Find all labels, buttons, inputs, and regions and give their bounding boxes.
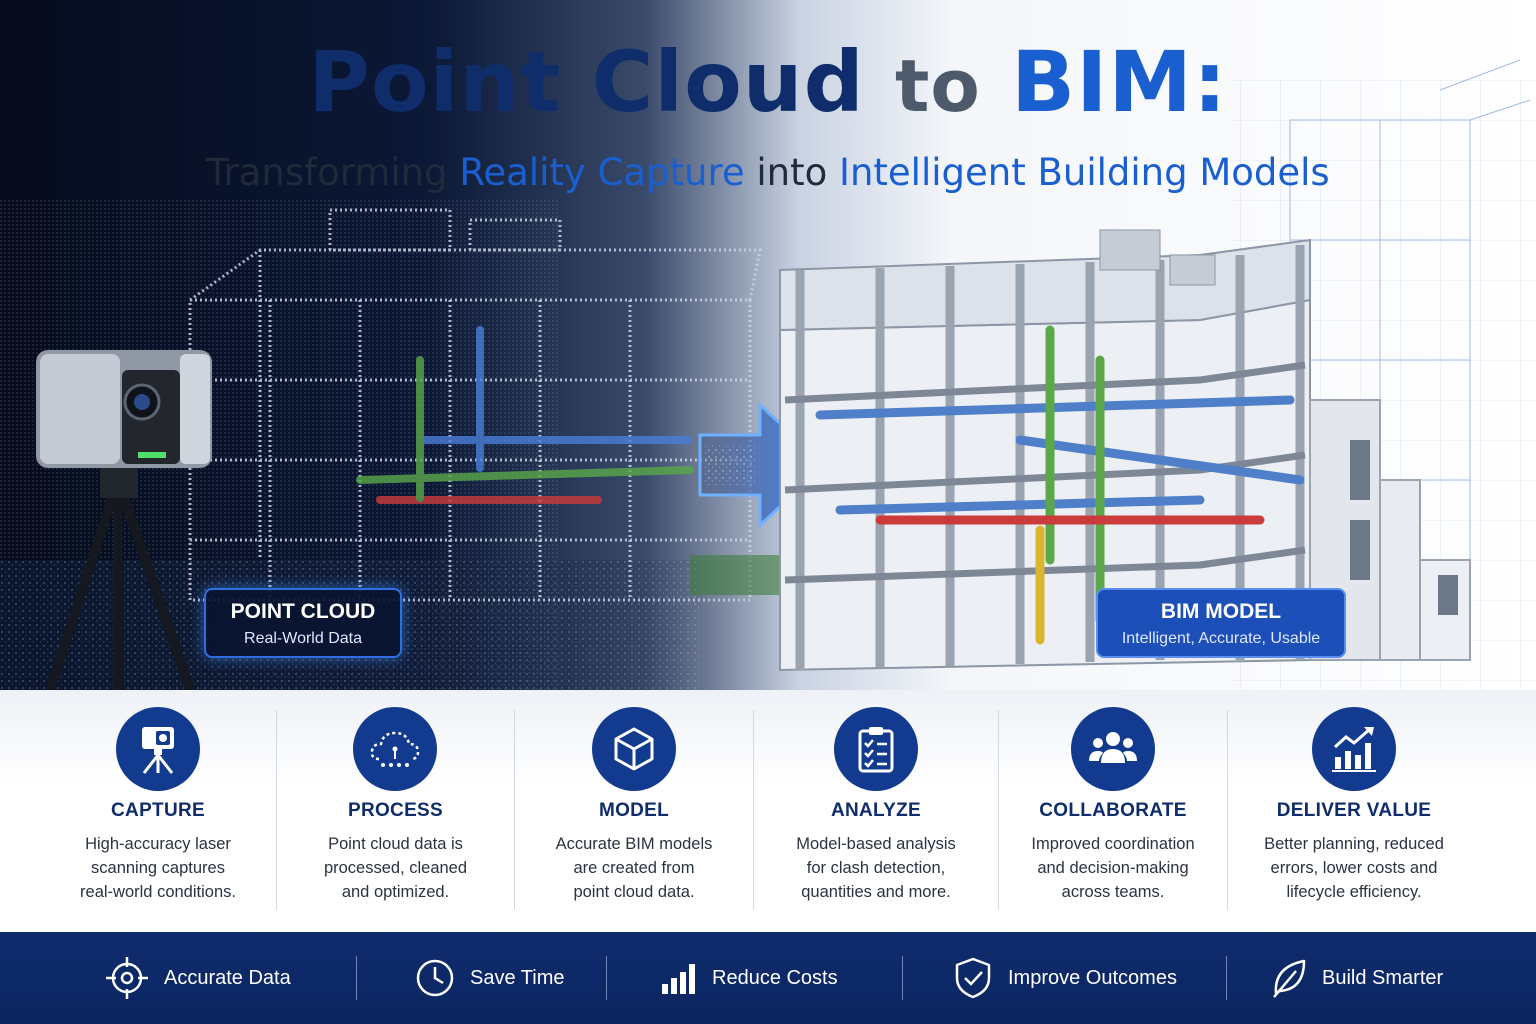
benefit-improve-outcomes: Improve Outcomes (952, 932, 1177, 1024)
step-description: High-accuracy laser scanning captures re… (40, 832, 276, 904)
title-part-to: to (894, 44, 981, 128)
step-description-line: Model-based analysis (796, 835, 956, 853)
crosshair-icon (106, 957, 148, 999)
step-description-line: Better planning, reduced (1264, 835, 1444, 853)
benefit-divider (1226, 956, 1227, 1000)
step-model: MODEL Accurate BIM models are created fr… (515, 690, 753, 932)
benefit-label: Improve Outcomes (1008, 966, 1177, 989)
step-description-line: point cloud data. (573, 883, 695, 901)
step-description: Better planning, reduced errors, lower c… (1228, 832, 1480, 904)
step-description-line: Point cloud data is (328, 835, 463, 853)
step-description: Point cloud data is processed, cleaned a… (277, 832, 514, 904)
growth-chart-icon (1312, 707, 1396, 791)
title-part-bim: BIM: (1011, 33, 1228, 131)
step-divider (998, 710, 999, 910)
step-deliver-value: DELIVER VALUE Better planning, reduced e… (1228, 690, 1480, 932)
point-cloud-label-subtitle: Real-World Data (244, 630, 362, 647)
step-title: CAPTURE (111, 800, 205, 821)
clipboard-checklist-icon (834, 707, 918, 791)
benefit-divider (356, 956, 357, 1000)
page-subtitle: Transforming Reality Capture into Intell… (0, 148, 1536, 198)
step-description-line: Accurate BIM models (555, 835, 713, 853)
leaf-icon (1273, 959, 1306, 998)
step-description-line: real-world conditions. (80, 883, 236, 901)
step-title: COLLABORATE (1039, 800, 1187, 821)
hero-illustration (0, 59, 1536, 690)
benefit-reduce-costs: Reduce Costs (658, 932, 838, 1024)
step-divider (1227, 710, 1228, 910)
step-description-line: and decision-making (1037, 859, 1189, 877)
benefit-label: Save Time (470, 966, 565, 989)
step-description: Accurate BIM models are created from poi… (515, 832, 753, 904)
step-description-line: errors, lower costs and (1270, 859, 1438, 877)
benefit-save-time: Save Time (414, 932, 564, 1024)
cloud-points-icon (353, 707, 437, 791)
step-description-line: High-accuracy laser (85, 835, 231, 853)
step-description: Improved coordination and decision-makin… (999, 832, 1227, 904)
hero-banner: Point Cloud to BIM: Transforming Reality… (0, 0, 1536, 690)
page-title: Point Cloud to BIM: (0, 22, 1536, 146)
laser-scanner-icon (116, 707, 200, 791)
benefit-divider (902, 956, 903, 1000)
benefit-divider (606, 956, 607, 1000)
bim-model-label-title: BIM MODEL (1160, 600, 1282, 623)
cube-icon (592, 707, 676, 791)
subtitle-part-intelligent-models: Intelligent Building Models (839, 151, 1330, 194)
step-title: MODEL (598, 800, 670, 821)
point-cloud-building (188, 208, 762, 602)
team-icon (1071, 707, 1155, 791)
clock-icon (416, 959, 454, 997)
step-title: DELIVER VALUE (1276, 800, 1432, 821)
step-description-line: quantities and more. (801, 883, 951, 901)
benefit-label: Build Smarter (1322, 966, 1444, 989)
bim-model-label-subtitle: Intelligent, Accurate, Usable (1121, 630, 1321, 647)
point-cloud-label: POINT CLOUD Real-World Data (204, 588, 402, 658)
title-part-point-cloud: Point Cloud (308, 33, 865, 131)
benefit-build-smarter: Build Smarter (1270, 932, 1443, 1024)
step-description-line: and optimized. (341, 883, 450, 901)
step-analyze: ANALYZE Model-based analysis for clash d… (754, 690, 998, 932)
step-title: ANALYZE (830, 800, 922, 821)
step-description-line: Improved coordination (1031, 835, 1195, 853)
step-description-line: are created from (573, 859, 695, 877)
bar-chart-icon (662, 964, 695, 994)
step-capture: CAPTURE High-accuracy laser scanning cap… (40, 690, 276, 932)
bim-model-label: BIM MODEL Intelligent, Accurate, Usable (1096, 588, 1346, 658)
subtitle-part-reality-capture: Reality Capture (459, 151, 745, 194)
point-cloud-label-title: POINT CLOUD (230, 600, 376, 623)
benefit-accurate-data: Accurate Data (104, 932, 291, 1024)
step-divider (514, 710, 515, 910)
process-steps: CAPTURE High-accuracy laser scanning cap… (0, 690, 1536, 932)
step-description: Model-based analysis for clash detection… (754, 832, 998, 904)
step-description-line: processed, cleaned (323, 859, 468, 877)
subtitle-part-into: into (756, 151, 828, 194)
step-divider (276, 710, 277, 910)
shield-check-icon (955, 957, 991, 999)
step-process: PROCESS Point cloud data is processed, c… (277, 690, 514, 932)
step-description-line: across teams. (1061, 883, 1165, 901)
step-collaborate: COLLABORATE Improved coordination and de… (999, 690, 1227, 932)
step-divider (753, 710, 754, 910)
step-title: PROCESS (347, 800, 443, 821)
title-block: Point Cloud to BIM: Transforming Reality… (0, 22, 1536, 198)
step-description-line: lifecycle efficiency. (1286, 883, 1422, 901)
step-description-line: for clash detection, (806, 859, 946, 877)
subtitle-part-transforming: Transforming (206, 151, 448, 194)
step-description-line: scanning captures (91, 859, 225, 877)
benefit-label: Accurate Data (164, 966, 291, 989)
laser-scanner-illustration (36, 350, 212, 690)
transition-arrow (698, 401, 828, 529)
benefits-bar: Accurate Data Save Time Reduce Costs Imp… (0, 932, 1536, 1024)
benefit-label: Reduce Costs (712, 966, 838, 989)
